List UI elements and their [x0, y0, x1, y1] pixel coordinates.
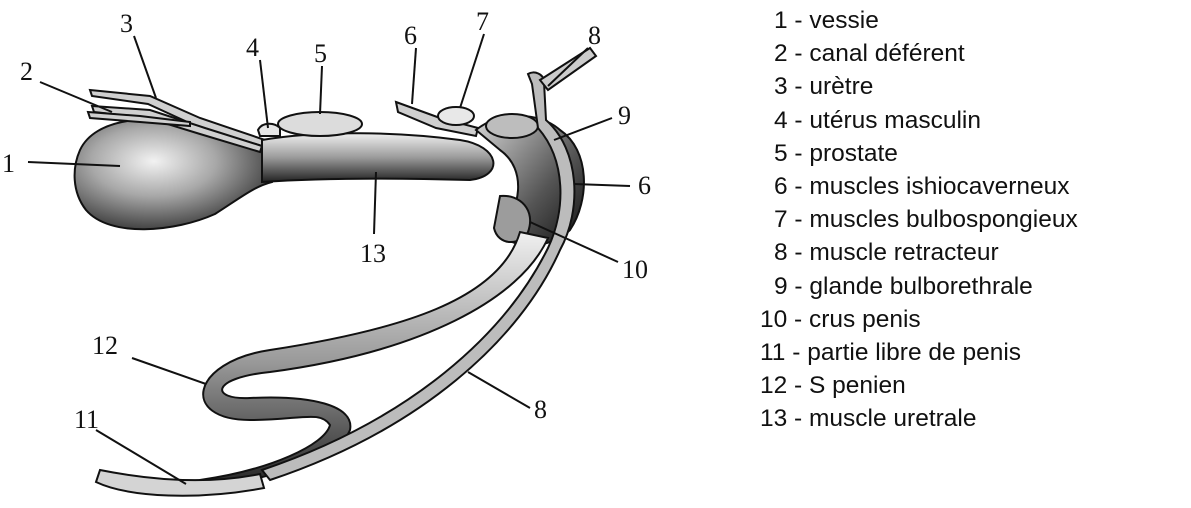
- callout-label-10: 10: [622, 255, 648, 284]
- leader-line-8b: [468, 372, 530, 408]
- callout-label-4: 4: [246, 33, 259, 62]
- legend-item-6: 6 - muscles ishiocaverneux: [760, 170, 1078, 203]
- legend-item-7: 7 - muscles bulbospongieux: [760, 203, 1078, 236]
- male-uterus-shape: [258, 124, 280, 136]
- callout-label-11: 11: [74, 405, 99, 434]
- callout-label-1: 1: [2, 149, 15, 178]
- legend-item-2: 2 - canal déférent: [760, 37, 1078, 70]
- legend-item-8: 8 - muscle retracteur: [760, 236, 1078, 269]
- leader-line-13: [374, 172, 376, 234]
- urethral-muscle-shape: [262, 133, 493, 182]
- legend-item-1: 1 - vessie: [760, 4, 1078, 37]
- callout-label-6a: 6: [404, 21, 417, 50]
- callout-label-13: 13: [360, 239, 386, 268]
- leader-line-5: [320, 66, 322, 114]
- legend-item-13: 13 - muscle uretrale: [760, 402, 1078, 435]
- anatomy-drawing: 1 2 3 4 5 6 6 7 8 8 9 10 11 12 13: [0, 0, 740, 508]
- legend-item-11: 11 - partie libre de penis: [760, 336, 1078, 369]
- prostate-shape: [278, 112, 362, 136]
- leader-line-12: [132, 358, 206, 384]
- retractor-tip-shape: [540, 48, 596, 90]
- callout-label-7: 7: [476, 7, 489, 36]
- callout-label-6b: 6: [638, 171, 651, 200]
- legend-item-9: 9 - glande bulborethrale: [760, 270, 1078, 303]
- legend-item-5: 5 - prostate: [760, 137, 1078, 170]
- bulbospongiosus-shape: [396, 102, 478, 136]
- legend-item-4: 4 - utérus masculin: [760, 104, 1078, 137]
- leader-line-6a: [412, 48, 416, 104]
- callout-label-9: 9: [618, 101, 631, 130]
- callout-label-2: 2: [20, 57, 33, 86]
- legend: 1 - vessie 2 - canal déférent 3 - urètre…: [760, 4, 1078, 436]
- leader-line-7: [460, 34, 484, 108]
- leader-line-3: [134, 36, 156, 98]
- callout-label-3: 3: [120, 9, 133, 38]
- leader-line-4: [260, 60, 268, 128]
- penis-body-shape: [196, 232, 548, 490]
- callout-label-8b: 8: [534, 395, 547, 424]
- callout-label-8a: 8: [588, 21, 601, 50]
- callout-label-5: 5: [314, 39, 327, 68]
- legend-item-3: 3 - urètre: [760, 70, 1078, 103]
- legend-item-10: 10 - crus penis: [760, 303, 1078, 336]
- callout-label-12: 12: [92, 331, 118, 360]
- legend-item-12: 12 - S penien: [760, 369, 1078, 402]
- bulbourethral-gland-shape: [486, 114, 538, 138]
- leader-line-9: [554, 118, 612, 140]
